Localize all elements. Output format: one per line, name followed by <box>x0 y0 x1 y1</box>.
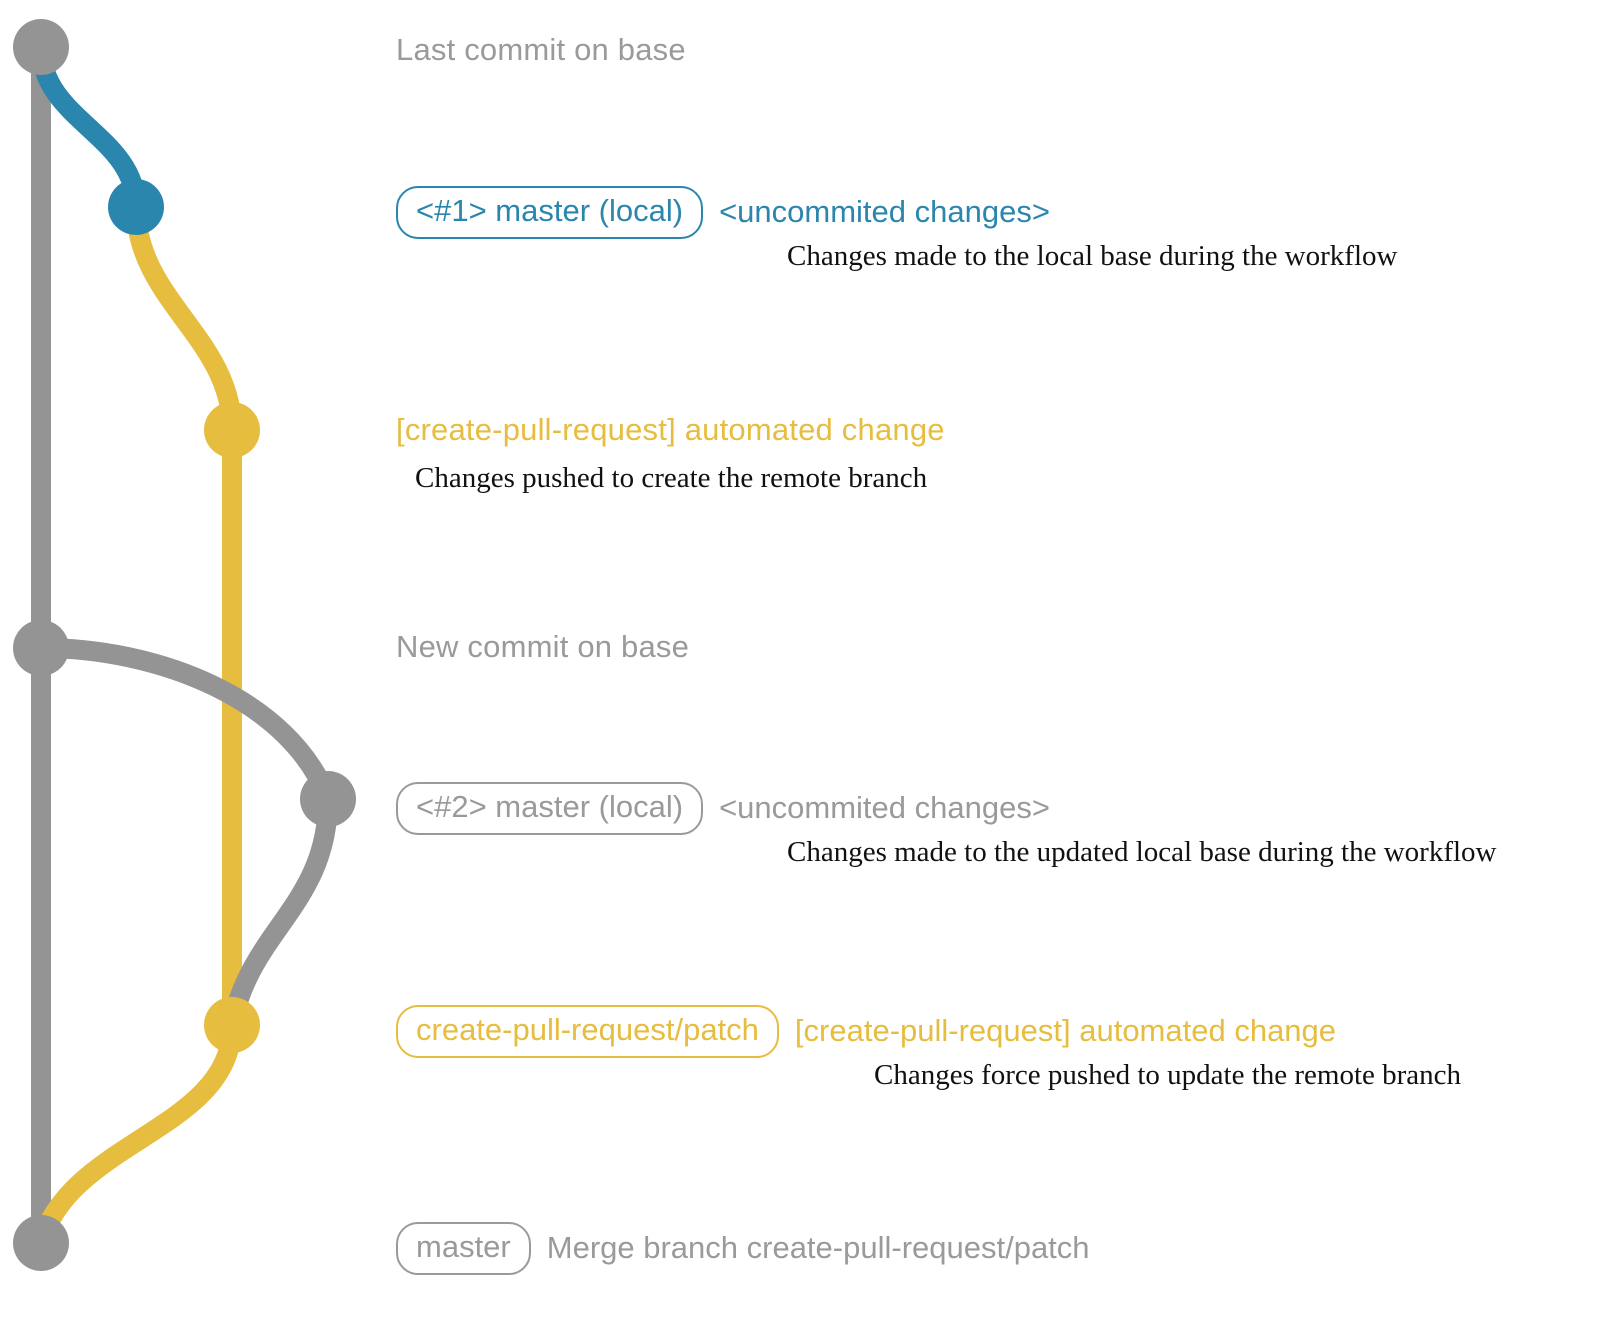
edge-local-1-to-patch-1 <box>126 197 242 440</box>
annotation-local-1: <#1> master (local) <uncommited changes> <box>396 186 1050 239</box>
label-last-commit-on-base: Last commit on base <box>396 32 686 67</box>
label-new-commit-on-base: New commit on base <box>396 629 690 664</box>
message-local-2: <uncommited changes> <box>719 790 1050 826</box>
label-automated-change-1: [create-pull-request] automated change <box>396 412 945 447</box>
annotation-automated-change-1: [create-pull-request] automated change <box>396 412 945 448</box>
annotation-patch-branch: create-pull-request/patch [create-pull-r… <box>396 1005 1336 1058</box>
commit-node-local-2[interactable] <box>300 771 356 827</box>
chip-patch-branch[interactable]: create-pull-request/patch <box>396 1005 779 1058</box>
message-local-1: <uncommited changes> <box>719 194 1050 230</box>
chip-local-1[interactable]: <#1> master (local) <box>396 186 704 239</box>
message-patch-branch: [create-pull-request] automated change <box>794 1013 1337 1049</box>
chip-local-2[interactable]: <#2> master (local) <box>396 782 704 835</box>
commit-node-new-commit-on-base[interactable] <box>13 620 69 676</box>
annotation-new-commit-on-base: New commit on base <box>396 629 689 665</box>
annotation-master-merge: master Merge branch create-pull-request/… <box>396 1222 1090 1275</box>
description-automated-change-1: Changes pushed to create the remote bran… <box>415 462 928 494</box>
commit-node-last-commit-on-base[interactable] <box>13 19 69 75</box>
commit-node-patch-branch[interactable] <box>204 997 260 1053</box>
edge-patch-2-to-master <box>31 1015 242 1253</box>
description-local-1: Changes made to the local base during th… <box>787 240 1398 272</box>
description-patch-branch: Changes force pushed to update the remot… <box>874 1059 1462 1091</box>
chip-master[interactable]: master <box>396 1222 531 1275</box>
commit-node-local-1[interactable] <box>108 179 164 235</box>
description-local-2: Changes made to the updated local base d… <box>787 836 1497 868</box>
message-master-merge: Merge branch create-pull-request/patch <box>546 1230 1090 1266</box>
commit-node-automated-change-1[interactable] <box>204 402 260 458</box>
commit-node-master-merge[interactable] <box>13 1215 69 1271</box>
annotation-last-commit-on-base: Last commit on base <box>396 32 686 68</box>
edge-local-2-to-patch-2 <box>222 789 338 1035</box>
annotation-local-2: <#2> master (local) <uncommited changes> <box>396 782 1050 835</box>
edge-new-base-to-local-2 <box>31 638 338 809</box>
